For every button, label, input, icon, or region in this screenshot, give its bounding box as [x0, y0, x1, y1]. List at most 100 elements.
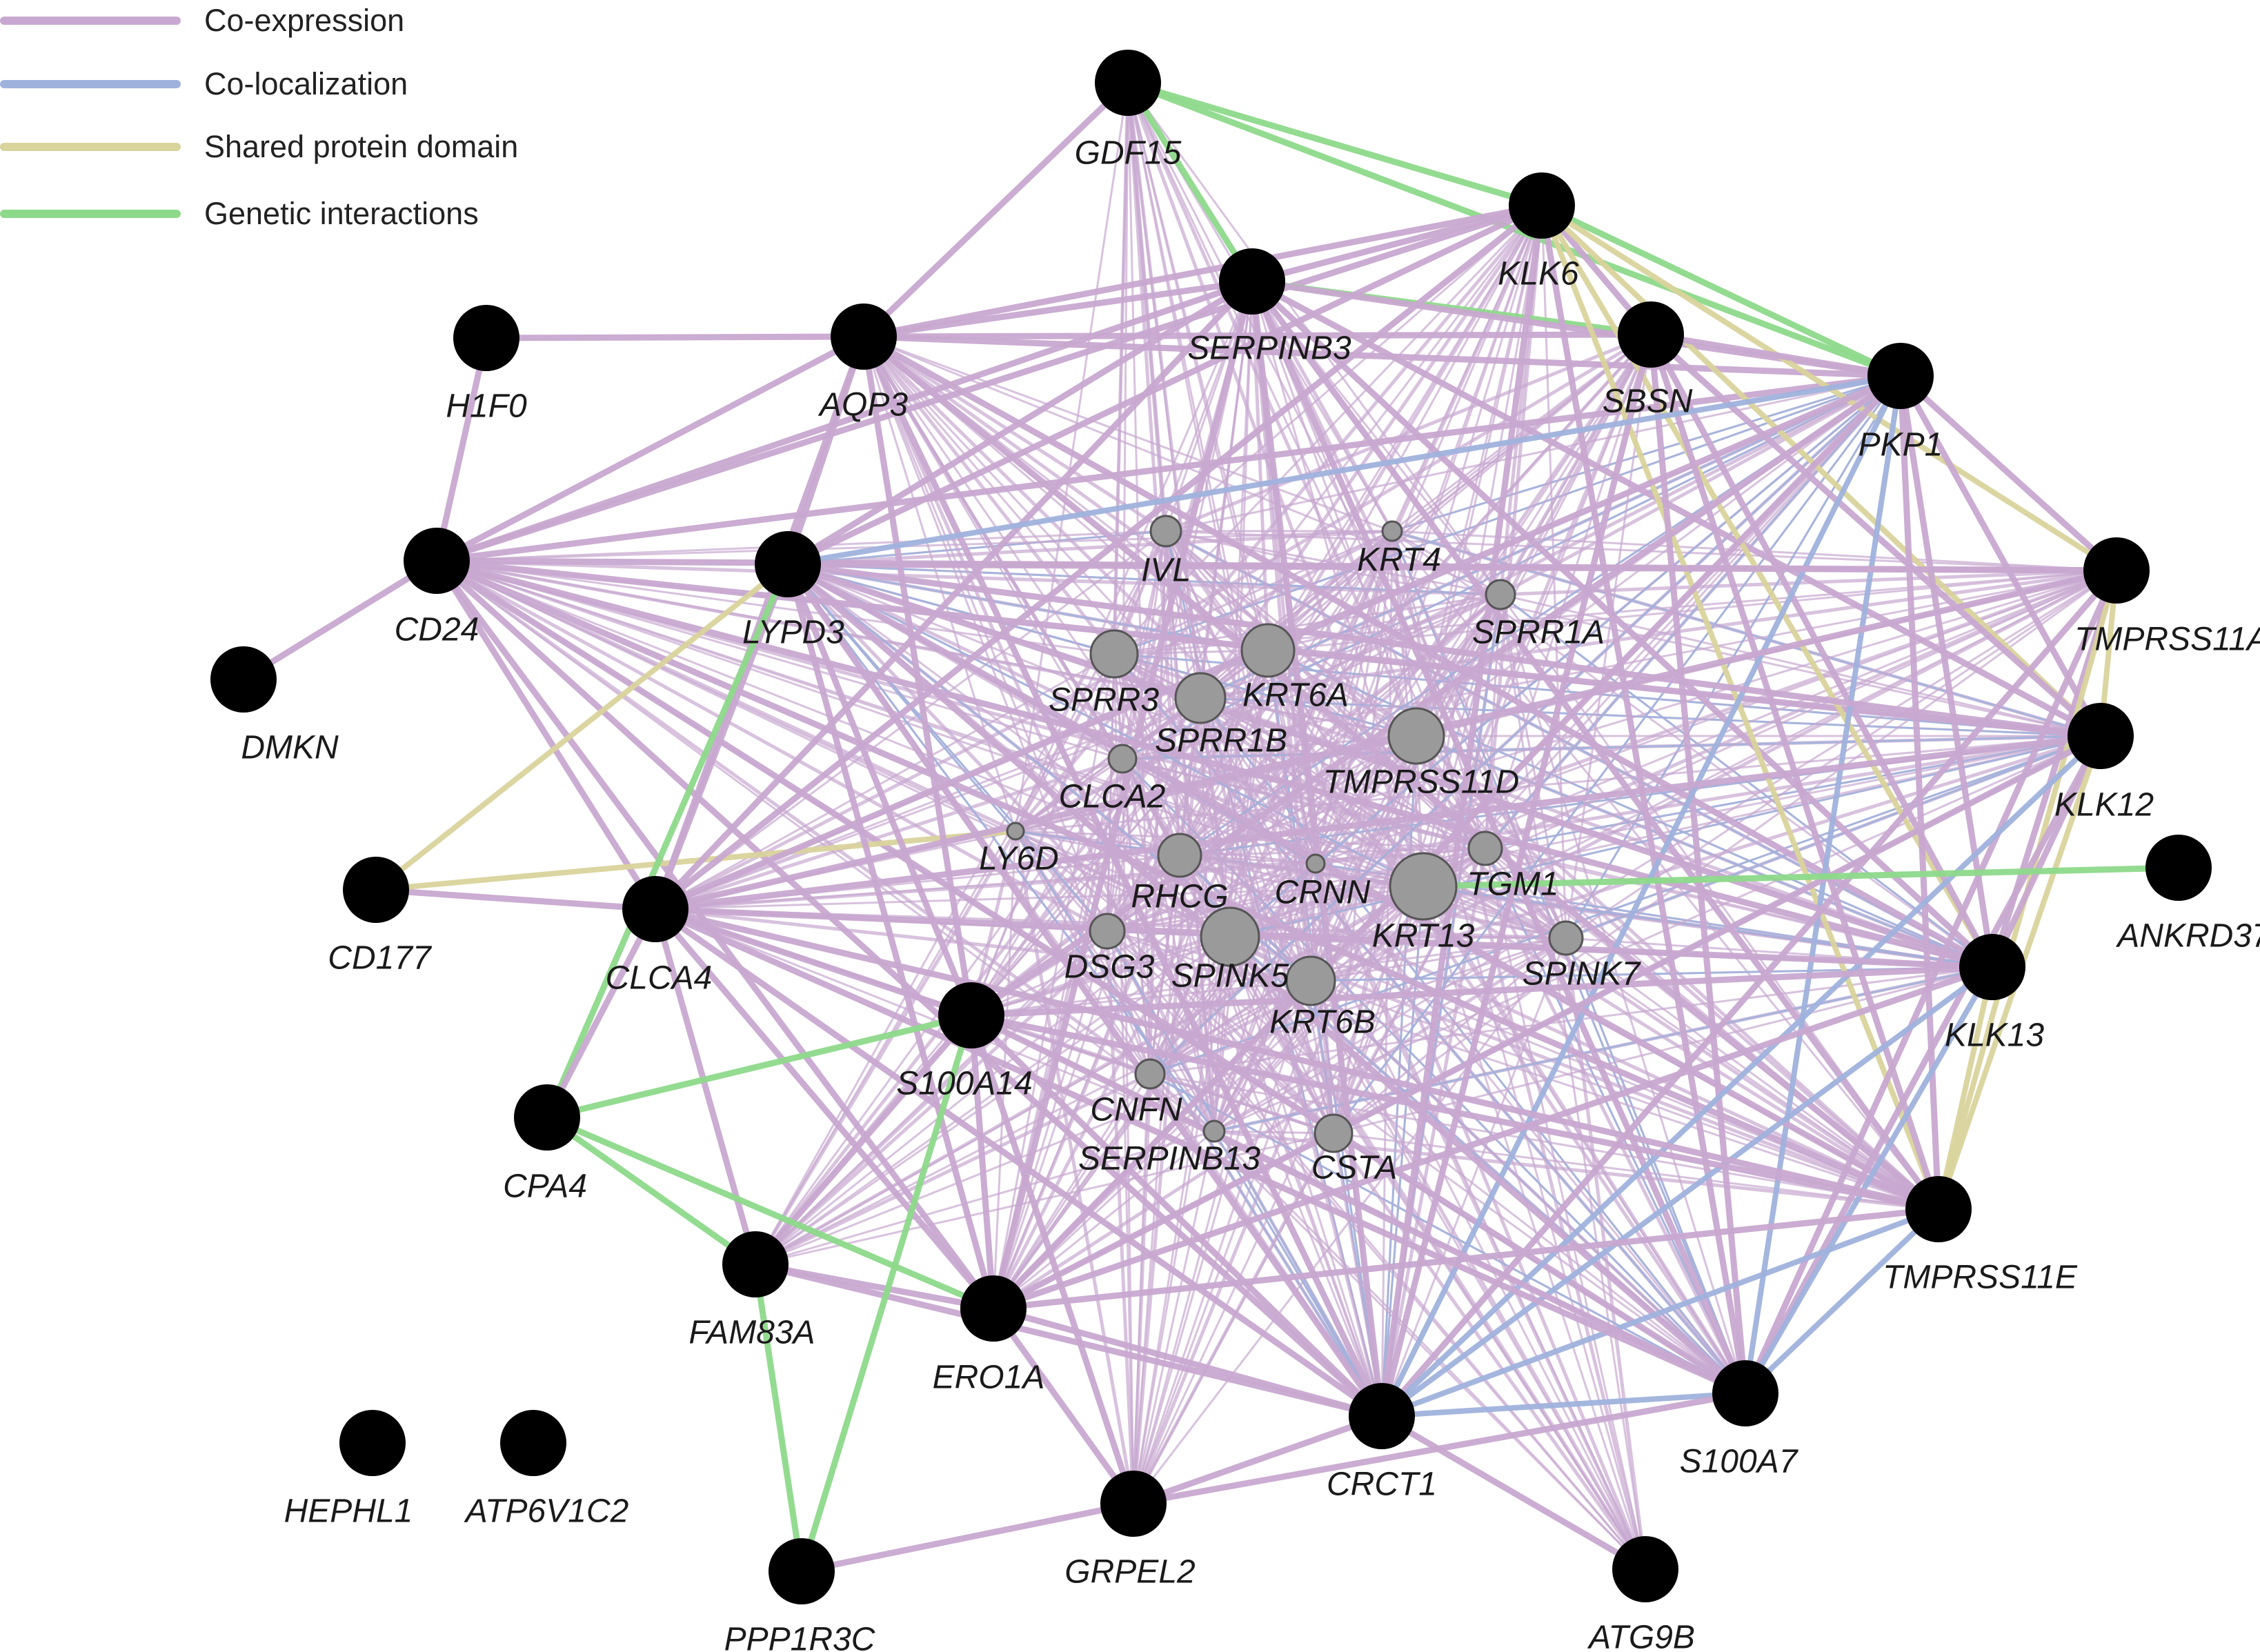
- node-hephl1[interactable]: [339, 1410, 406, 1476]
- node-krt6b[interactable]: [1285, 955, 1336, 1006]
- node-serpinb13[interactable]: [1202, 1119, 1226, 1143]
- node-atg9b[interactable]: [1612, 1536, 1678, 1602]
- edge-coexp-cnfn-cd24: [435, 559, 1152, 1076]
- node-krt6a[interactable]: [1240, 623, 1296, 678]
- node-gdf15[interactable]: [1095, 50, 1161, 116]
- node-krt4[interactable]: [1381, 520, 1403, 542]
- node-spink7[interactable]: [1548, 920, 1584, 956]
- edge-coexp-krt4-grpel2: [1132, 530, 1394, 1505]
- node-rhcg[interactable]: [1157, 833, 1202, 878]
- node-atp6v1c2[interactable]: [500, 1410, 566, 1476]
- node-label-lypd3: LYPD3: [742, 615, 844, 651]
- edge-coexp-serpinb13-pkp1: [1213, 375, 1902, 1133]
- edge-coexp-crct1-s100a14: [968, 1012, 1385, 1420]
- node-ppp1r3c[interactable]: [769, 1538, 835, 1604]
- node-krt13[interactable]: [1389, 852, 1458, 921]
- node-lypd3[interactable]: [755, 531, 821, 597]
- node-clca4[interactable]: [622, 876, 688, 942]
- edge-coexp-krt13-tmprss11a: [1422, 569, 2118, 888]
- node-label-sprr1b: SPRR1B: [1155, 723, 1287, 759]
- node-clca2[interactable]: [1107, 744, 1138, 774]
- node-sprr1b[interactable]: [1174, 672, 1227, 724]
- edge-coexp-pkp1-tmprss11a: [1897, 372, 2120, 574]
- edge-coexp-dsg3-tmprss11e: [1106, 930, 1940, 1211]
- node-tmprss11a[interactable]: [2083, 537, 2150, 604]
- node-label-sprr3: SPRR3: [1049, 682, 1159, 719]
- node-sbsn[interactable]: [1618, 301, 1684, 368]
- legend-item-shared-protein-domain: Shared protein domain: [0, 126, 518, 168]
- edge-coexp-spink5-s100a14: [970, 935, 1231, 1017]
- legend-label-co-localization: Co-localization: [204, 66, 408, 101]
- node-label-krt6a: KRT6A: [1242, 677, 1349, 714]
- node-serpinb3[interactable]: [1219, 248, 1285, 315]
- edge-coexp-cnfn-gdf15: [1127, 81, 1151, 1075]
- node-dmkn[interactable]: [210, 646, 277, 713]
- node-layer: [210, 50, 2212, 1604]
- node-label-grpel2: GRPEL2: [1064, 1554, 1195, 1591]
- node-csta[interactable]: [1314, 1113, 1354, 1153]
- node-tmprss11d[interactable]: [1387, 707, 1445, 765]
- node-s100a7[interactable]: [1712, 1360, 1778, 1426]
- node-tgm1[interactable]: [1467, 830, 1503, 866]
- edge-coexp-serpinb13-csta: [1213, 1130, 1335, 1135]
- node-label-ppp1r3c: PPP1R3C: [724, 1622, 875, 1652]
- node-crnn[interactable]: [1305, 853, 1326, 874]
- node-label-ivl: IVL: [1141, 553, 1191, 589]
- node-h1f0[interactable]: [453, 305, 519, 371]
- edge-coexp-s100a14-ero1a: [968, 1012, 997, 1312]
- edge-coexp-s100a7-clca4: [652, 906, 1749, 1397]
- node-label-klk13: KLK13: [1945, 1017, 2044, 1054]
- edge-coexp-lypd3-s100a14: [784, 561, 975, 1019]
- node-cnfn[interactable]: [1134, 1058, 1166, 1090]
- edge-coexp-spink5-serpinb13: [1213, 935, 1231, 1133]
- node-sprr3[interactable]: [1089, 629, 1139, 679]
- node-label-tmprss11e: TMPRSS11E: [1883, 1260, 2078, 1296]
- node-cd177[interactable]: [343, 857, 409, 923]
- node-cd24[interactable]: [404, 528, 470, 594]
- node-ly6d[interactable]: [1006, 822, 1025, 841]
- node-ivl[interactable]: [1149, 515, 1182, 548]
- node-cpa4[interactable]: [514, 1084, 580, 1151]
- edge-coexp-sbsn-pkp1: [1647, 331, 1904, 379]
- node-label-klk12: KLK12: [2054, 787, 2154, 824]
- node-dsg3[interactable]: [1089, 913, 1126, 950]
- node-ero1a[interactable]: [960, 1275, 1027, 1342]
- edge-coloc-pkp1-spink5: [1229, 375, 1902, 938]
- node-label-tmprss11a: TMPRSS11A: [2074, 621, 2260, 658]
- node-pkp1[interactable]: [1867, 343, 1934, 409]
- node-label-s100a7: S100A7: [1680, 1444, 1799, 1480]
- edge-coexp-spink5-tmprss11e: [1228, 935, 1941, 1211]
- node-crct1[interactable]: [1349, 1383, 1415, 1449]
- node-klk12[interactable]: [2068, 703, 2134, 769]
- edge-coexp-tmprss11d-pkp1: [1415, 375, 1902, 737]
- edge-coexp-sbsn-klk13: [1647, 331, 1996, 971]
- edge-coexp-cnfn-aqp3: [862, 335, 1151, 1075]
- edge-coexp-krt4-aqp3: [862, 335, 1394, 533]
- node-grpel2[interactable]: [1100, 1471, 1167, 1537]
- node-label-crnn: CRNN: [1275, 875, 1371, 911]
- node-ankrd37[interactable]: [2145, 835, 2212, 901]
- edge-coexp-crnn-cd24: [435, 559, 1317, 865]
- node-klk13[interactable]: [1959, 934, 2025, 1000]
- node-sprr1a[interactable]: [1485, 579, 1516, 610]
- node-s100a14[interactable]: [938, 982, 1004, 1048]
- node-label-krt6b: KRT6B: [1269, 1004, 1376, 1041]
- edge-coexp-spink5-tmprss11a: [1229, 569, 2118, 938]
- node-klk6[interactable]: [1509, 172, 1575, 239]
- node-fam83a[interactable]: [722, 1231, 789, 1297]
- node-aqp3[interactable]: [831, 303, 897, 370]
- node-tmprss11e[interactable]: [1905, 1176, 1972, 1242]
- edge-coexp-klk13-ero1a: [990, 964, 1996, 1312]
- node-spink5[interactable]: [1200, 906, 1260, 967]
- edge-coexp-dsg3-fam83a: [753, 929, 1109, 1266]
- edge-coexp-aqp3-serpinb3: [860, 278, 1256, 340]
- edge-coloc-pkp1-crct1: [1379, 373, 1903, 1419]
- edge-coexp-lypd3-klk13: [784, 561, 1996, 971]
- edge-coexp-tmprss11a-clca4: [652, 567, 2120, 913]
- edge-coloc-lypd3-serpinb13: [786, 563, 1216, 1133]
- edge-coloc-lypd3-ivl: [786, 530, 1167, 566]
- edge-domain-klk6-tmprss11e: [1539, 203, 1941, 1212]
- legend-swatch-co-expression: [0, 17, 181, 25]
